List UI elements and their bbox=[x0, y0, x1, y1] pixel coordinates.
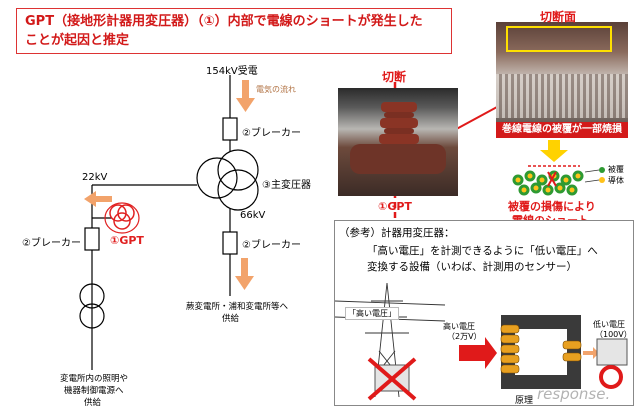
title-line-1: GPT（接地形計器用変圧器）（①）内部で電線のショートが発生した bbox=[25, 14, 423, 29]
main-transformer-icon bbox=[196, 157, 238, 199]
legend-coating-dot bbox=[599, 167, 605, 173]
yellow-down-arrow bbox=[540, 140, 568, 162]
legend-conductor-label: 導体 bbox=[608, 176, 624, 185]
output-arrow bbox=[583, 347, 599, 359]
principle-label: 原理 bbox=[515, 396, 534, 406]
reference-illustration bbox=[335, 282, 628, 401]
ok-circle-icon bbox=[599, 365, 623, 389]
input-voltage-line-1: 高い電圧 bbox=[443, 322, 475, 331]
legend-conductor-dot bbox=[599, 177, 605, 183]
aux-transformer-icon bbox=[79, 283, 105, 309]
gpt-highlight-ring bbox=[104, 202, 140, 234]
coil-icon bbox=[500, 324, 582, 374]
cross-section-photo bbox=[496, 22, 628, 122]
gpt-label: ①GPT bbox=[110, 234, 144, 247]
flow-arrow-right bbox=[235, 258, 254, 290]
input-arrow bbox=[459, 337, 497, 369]
breaker-top-box bbox=[222, 117, 238, 141]
title-line-2: ことが起因と推定 bbox=[25, 33, 130, 48]
flow-label: 電気の流れ bbox=[256, 85, 296, 94]
reference-box: （参考）計器用変圧器： 「高い電圧」を計測できるように「低い電圧」へ 変換する設… bbox=[334, 220, 634, 406]
supply-right-line-2: 供給 bbox=[222, 314, 240, 324]
voltage-66kv-label: 66kV bbox=[240, 210, 266, 221]
photo-gpt-label: ①GPT bbox=[378, 200, 412, 213]
damage-line-1: 被覆の損傷により bbox=[508, 200, 596, 213]
flow-arrow-left bbox=[84, 191, 112, 207]
gpt-transformer-icon bbox=[109, 204, 127, 222]
conductor-diagram bbox=[512, 165, 584, 196]
cross-section-label: 切断面 bbox=[540, 10, 577, 24]
breaker-right-box bbox=[222, 231, 238, 255]
supply-left-line-2: 機器制御電源へ bbox=[64, 386, 124, 396]
breaker-top-label: ②ブレーカー bbox=[242, 128, 301, 139]
high-voltage-tag: 「高い電圧」 bbox=[345, 307, 399, 320]
reference-desc-line-1: 「高い電圧」を計測できるように「低い電圧」へ bbox=[367, 245, 598, 257]
breaker-left-box bbox=[84, 227, 100, 251]
good-meter-icon bbox=[596, 338, 628, 366]
watermark: response. bbox=[537, 385, 611, 403]
source-label: 154kV受電 bbox=[206, 66, 258, 77]
supply-left-line-1: 変電所内の照明や bbox=[60, 374, 129, 384]
cut-label: 切断 bbox=[382, 70, 407, 84]
main-transformer-label: ③主変圧器 bbox=[262, 180, 311, 191]
supply-left-line-3: 供給 bbox=[84, 398, 102, 408]
breaker-right-label: ②ブレーカー bbox=[242, 240, 301, 251]
breaker-left-label: ②ブレーカー bbox=[22, 238, 81, 249]
reference-desc-line-2: 変換する設備（いわば、計測用のセンサー） bbox=[367, 261, 577, 273]
input-voltage-line-2: （2万V） bbox=[447, 332, 482, 341]
output-voltage-line-1: 低い電圧 bbox=[593, 320, 625, 329]
legend-coating-label: 被覆 bbox=[608, 165, 624, 174]
output-voltage-line-2: （100V） bbox=[595, 330, 632, 339]
gpt-photo bbox=[338, 88, 458, 196]
supply-right-line-1: 蕨変電所・浦和変電所等へ bbox=[186, 302, 289, 312]
voltage-22kv-label: 22kV bbox=[82, 172, 108, 183]
title-box: GPT（接地形計器用変圧器）（①）内部で電線のショートが発生した ことが起因と推… bbox=[16, 8, 452, 54]
flow-arrow-top bbox=[236, 80, 255, 112]
coating-burn-label: 巻線電線の被覆が一部焼損 bbox=[496, 122, 628, 138]
reference-heading: （参考）計器用変圧器： bbox=[339, 227, 455, 239]
cross-section-highlight bbox=[506, 26, 612, 52]
